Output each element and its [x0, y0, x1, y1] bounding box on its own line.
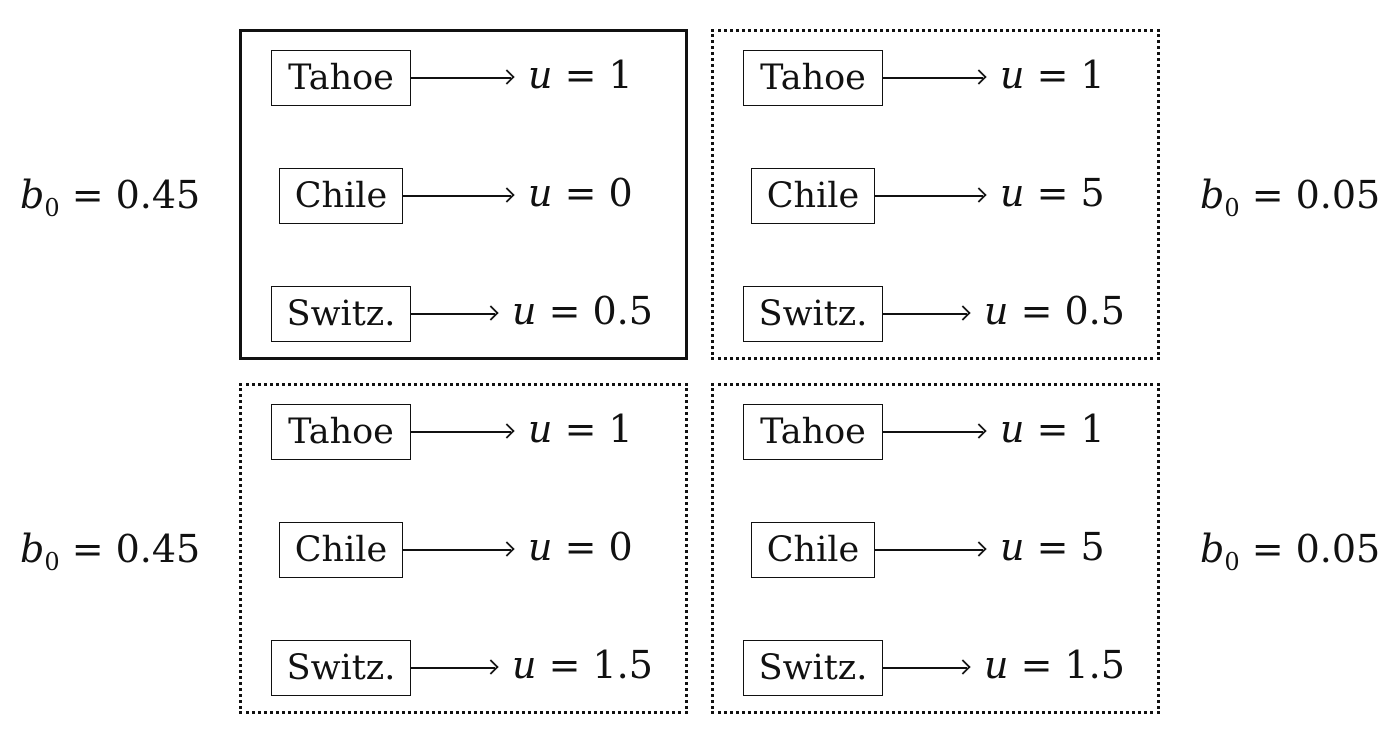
- arrow-icon: [411, 431, 511, 433]
- option-row: Switz. u = 1.5: [714, 640, 1157, 696]
- option-box-chile: Chile: [751, 168, 875, 224]
- option-row: Tahoe u = 1: [242, 50, 685, 106]
- utility-variable: u: [528, 171, 553, 215]
- utility-value: = 1: [552, 407, 633, 451]
- utility-value: = 1.5: [1008, 643, 1125, 687]
- arrow-icon: [411, 77, 511, 79]
- arrow-icon: [875, 195, 983, 197]
- belief-value: = 0.45: [59, 173, 201, 217]
- utility-variable: u: [984, 643, 1009, 687]
- option-box-tahoe: Tahoe: [271, 50, 411, 106]
- utility-variable: u: [1000, 407, 1025, 451]
- belief-label-top-left: b0 = 0.45: [20, 176, 200, 220]
- option-row: Switz. u = 1.5: [242, 640, 685, 696]
- belief-subscript: 0: [1224, 194, 1240, 222]
- belief-value: = 0.45: [59, 527, 201, 571]
- arrow-icon: [883, 431, 983, 433]
- arrow-icon: [883, 77, 983, 79]
- utility-value: = 1.5: [536, 643, 653, 687]
- utility-value: = 0: [552, 525, 633, 569]
- utility-value: = 5: [1024, 525, 1105, 569]
- option-box-switzerland: Switz.: [271, 286, 411, 342]
- utility-value: = 1: [1024, 53, 1105, 97]
- utility-label: u = 1: [1000, 56, 1105, 94]
- utility-label: u = 1: [528, 410, 633, 448]
- utility-value: = 5: [1024, 171, 1105, 215]
- utility-variable: u: [528, 525, 553, 569]
- option-box-chile: Chile: [279, 522, 403, 578]
- utility-label: u = 1: [528, 56, 633, 94]
- belief-subscript: 0: [44, 548, 60, 576]
- option-row: Chile u = 0: [242, 522, 685, 578]
- utility-variable: u: [512, 289, 537, 333]
- belief-value: = 0.05: [1239, 173, 1381, 217]
- utility-variable: u: [528, 407, 553, 451]
- option-box-switzerland: Switz.: [743, 640, 883, 696]
- utility-label: u = 0.5: [512, 292, 653, 330]
- utility-label: u = 0: [528, 174, 633, 212]
- utility-label: u = 5: [1000, 528, 1105, 566]
- belief-label-bottom-right: b0 = 0.05: [1200, 530, 1380, 574]
- utility-variable: u: [1000, 525, 1025, 569]
- option-box-switzerland: Switz.: [271, 640, 411, 696]
- utility-variable: u: [1000, 171, 1025, 215]
- option-row: Chile u = 0: [242, 168, 685, 224]
- option-row: Chile u = 5: [714, 522, 1157, 578]
- belief-label-top-right: b0 = 0.05: [1200, 176, 1380, 220]
- belief-label-bottom-left: b0 = 0.45: [20, 530, 200, 574]
- utility-label: u = 5: [1000, 174, 1105, 212]
- utility-variable: u: [512, 643, 537, 687]
- utility-value: = 0: [552, 171, 633, 215]
- belief-variable: b: [20, 527, 45, 571]
- utility-variable: u: [528, 53, 553, 97]
- utility-label: u = 1: [1000, 410, 1105, 448]
- world-panel-top-left: Tahoe u = 1 Chile u = 0 Switz. u = 0.5: [239, 29, 688, 360]
- arrow-icon: [883, 667, 967, 669]
- option-row: Switz. u = 0.5: [242, 286, 685, 342]
- belief-variable: b: [1200, 527, 1225, 571]
- belief-subscript: 0: [1224, 548, 1240, 576]
- world-panel-bottom-left: Tahoe u = 1 Chile u = 0 Switz. u = 1.5: [239, 383, 688, 714]
- arrow-icon: [403, 549, 511, 551]
- option-box-tahoe: Tahoe: [743, 50, 883, 106]
- belief-subscript: 0: [44, 194, 60, 222]
- option-box-tahoe: Tahoe: [743, 404, 883, 460]
- arrow-icon: [411, 667, 495, 669]
- option-row: Switz. u = 0.5: [714, 286, 1157, 342]
- option-box-switzerland: Switz.: [743, 286, 883, 342]
- option-row: Tahoe u = 1: [242, 404, 685, 460]
- utility-variable: u: [984, 289, 1009, 333]
- utility-label: u = 1.5: [984, 646, 1125, 684]
- option-box-chile: Chile: [751, 522, 875, 578]
- utility-label: u = 0: [528, 528, 633, 566]
- option-row: Tahoe u = 1: [714, 404, 1157, 460]
- arrow-icon: [411, 313, 495, 315]
- belief-variable: b: [1200, 173, 1225, 217]
- world-panel-bottom-right: Tahoe u = 1 Chile u = 5 Switz. u = 1.5: [711, 383, 1160, 714]
- arrow-icon: [875, 549, 983, 551]
- arrow-icon: [883, 313, 967, 315]
- utility-value: = 0.5: [536, 289, 653, 333]
- utility-value: = 1: [1024, 407, 1105, 451]
- option-box-tahoe: Tahoe: [271, 404, 411, 460]
- utility-label: u = 1.5: [512, 646, 653, 684]
- option-box-chile: Chile: [279, 168, 403, 224]
- utility-value: = 1: [552, 53, 633, 97]
- option-row: Chile u = 5: [714, 168, 1157, 224]
- world-panel-top-right: Tahoe u = 1 Chile u = 5 Switz. u = 0.5: [711, 29, 1160, 360]
- arrow-icon: [403, 195, 511, 197]
- belief-value: = 0.05: [1239, 527, 1381, 571]
- option-row: Tahoe u = 1: [714, 50, 1157, 106]
- utility-label: u = 0.5: [984, 292, 1125, 330]
- utility-value: = 0.5: [1008, 289, 1125, 333]
- utility-variable: u: [1000, 53, 1025, 97]
- belief-variable: b: [20, 173, 45, 217]
